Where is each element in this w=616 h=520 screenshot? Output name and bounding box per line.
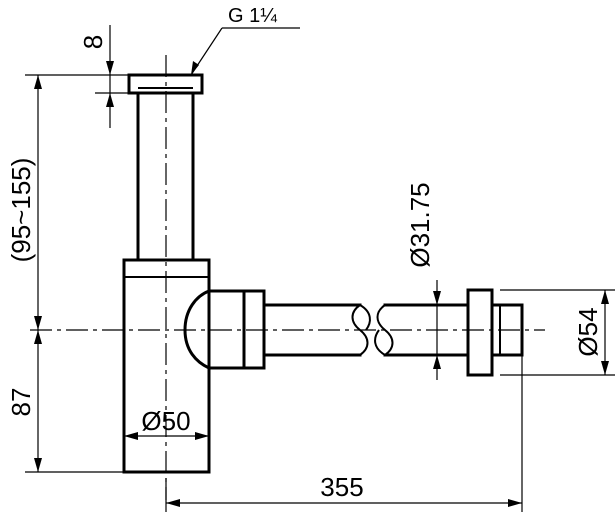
thread-leader: G 1¼ <box>190 5 300 76</box>
lower-height-label: 87 <box>6 388 36 417</box>
outlet-pipe-diameter-label: Ø31.75 <box>405 182 435 267</box>
wall-flange-diameter-label: Ø54 <box>573 307 603 356</box>
dimension-outlet-pipe-diameter: Ø31.75 <box>405 182 441 380</box>
thread-label: G 1¼ <box>228 5 277 27</box>
dimension-flange-height: 8 <box>78 25 114 128</box>
dimension-body-diameter: Ø50 <box>124 406 209 440</box>
extension-lines <box>25 74 615 512</box>
dimension-adjustable-height: (95~155) <box>6 75 42 330</box>
dimension-overall-length: 355 <box>166 472 522 507</box>
adjustable-height-label: (95~155) <box>6 158 36 263</box>
vertical-tailpiece <box>136 91 195 262</box>
body-diameter-label: Ø50 <box>141 406 190 436</box>
centerlines <box>30 55 545 500</box>
dimension-lower-height: 87 <box>6 330 42 472</box>
wall-flange <box>466 288 524 377</box>
dimension-wall-flange-diameter: Ø54 <box>573 290 609 375</box>
flange-height-label: 8 <box>78 35 108 49</box>
overall-length-label: 355 <box>320 472 363 502</box>
